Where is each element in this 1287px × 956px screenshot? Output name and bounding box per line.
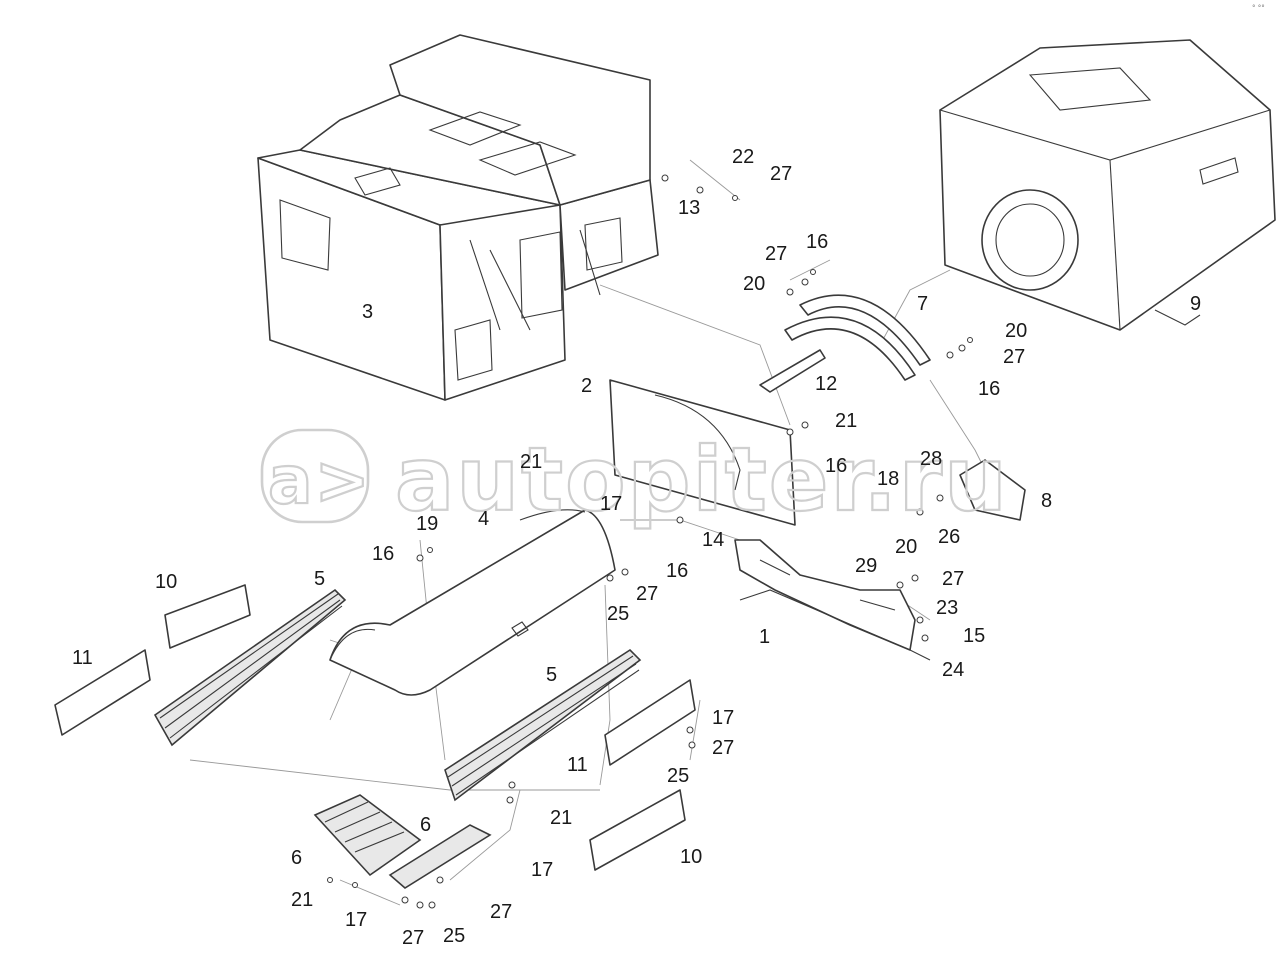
watermark-logo-badge bbox=[260, 428, 370, 524]
callout-label: 4 bbox=[478, 508, 489, 530]
callout-label: 27 bbox=[712, 737, 734, 759]
part-cover-4 bbox=[329, 509, 616, 696]
watermark: a> autopiter.ru bbox=[260, 427, 1009, 532]
callout-label: 23 bbox=[936, 597, 958, 619]
callout-label: 17 bbox=[600, 493, 622, 515]
callout-label: 16 bbox=[666, 560, 688, 582]
part-bracket-12 bbox=[759, 349, 826, 393]
callout-label: 27 bbox=[490, 901, 512, 923]
callout-label: 27 bbox=[765, 243, 787, 265]
callout-label: 21 bbox=[550, 807, 572, 829]
callout-label: 29 bbox=[855, 555, 877, 577]
part-grille-5-right bbox=[444, 648, 642, 802]
watermark-text: autopiter.ru bbox=[395, 428, 1009, 531]
callout-label: 16 bbox=[372, 543, 394, 565]
part-plate-10-top bbox=[164, 584, 251, 649]
callout-label: 20 bbox=[743, 273, 765, 295]
callout-label: 16 bbox=[825, 455, 847, 477]
callout-label: 9 bbox=[1190, 293, 1201, 315]
callout-label: 11 bbox=[72, 647, 93, 669]
callout-label: 21 bbox=[835, 410, 857, 432]
callout-label: 17 bbox=[712, 707, 734, 729]
corner-mark: ° °° bbox=[1252, 4, 1265, 12]
part-plate-11-right bbox=[604, 679, 696, 766]
callout-label: 21 bbox=[520, 451, 542, 473]
callout-label: 7 bbox=[917, 293, 928, 315]
callout-label: 19 bbox=[416, 513, 438, 535]
callout-label: 10 bbox=[680, 846, 702, 868]
part-plate-11-left bbox=[54, 649, 151, 736]
callout-label: 28 bbox=[920, 448, 942, 470]
hardware-fasteners bbox=[327, 174, 973, 909]
part-hood-9 bbox=[939, 39, 1276, 331]
part-arc-7 bbox=[784, 294, 931, 381]
callout-label: 17 bbox=[345, 909, 367, 931]
callout-label: 18 bbox=[877, 468, 899, 490]
callout-label: 5 bbox=[314, 568, 325, 590]
callout-label: 16 bbox=[806, 231, 828, 253]
callout-labels: 3 22 27 13 16 27 20 7 9 20 27 12 16 2 21… bbox=[72, 146, 1201, 949]
callout-label: 27 bbox=[770, 163, 792, 185]
part-frame-3 bbox=[257, 34, 659, 401]
callout-label: 27 bbox=[402, 927, 424, 949]
part-plate-2 bbox=[609, 379, 796, 526]
callout-label: 5 bbox=[546, 664, 557, 686]
callout-label: 24 bbox=[942, 659, 964, 681]
part-step-6-left bbox=[313, 794, 422, 877]
callout-label: 13 bbox=[678, 197, 700, 219]
callout-label: 27 bbox=[636, 583, 658, 605]
part-grille-5-left bbox=[153, 588, 347, 747]
callout-label: 15 bbox=[963, 625, 985, 647]
callout-label: 16 bbox=[978, 378, 1000, 400]
part-bracket-8 bbox=[959, 459, 1026, 521]
callout-label: 22 bbox=[732, 146, 754, 168]
callout-label: 3 bbox=[362, 301, 373, 323]
callout-label: 6 bbox=[291, 847, 302, 869]
callout-label: 6 bbox=[420, 814, 431, 836]
callout-label: 14 bbox=[702, 529, 724, 551]
callout-label: 12 bbox=[815, 373, 837, 395]
callout-label: 10 bbox=[155, 571, 177, 593]
callout-label: 2 bbox=[581, 375, 592, 397]
callout-label: 20 bbox=[895, 536, 917, 558]
watermark-logo-glyph: a> bbox=[268, 442, 372, 519]
callout-label: 25 bbox=[667, 765, 689, 787]
callout-label: 1 bbox=[759, 626, 770, 648]
callout-label: 20 bbox=[1005, 320, 1027, 342]
callout-label: 25 bbox=[443, 925, 465, 947]
callout-label: 27 bbox=[942, 568, 964, 590]
callout-label: 11 bbox=[567, 754, 588, 776]
callout-label: 27 bbox=[1003, 346, 1025, 368]
callout-label: 8 bbox=[1041, 490, 1052, 512]
part-plate-10-bottom bbox=[589, 789, 686, 871]
callout-label: 26 bbox=[938, 526, 960, 548]
part-bracket-1 bbox=[734, 539, 931, 661]
callout-label: 21 bbox=[291, 889, 313, 911]
callout-label: 25 bbox=[607, 603, 629, 625]
part-step-6-right bbox=[388, 824, 492, 889]
callout-label: 17 bbox=[531, 859, 553, 881]
